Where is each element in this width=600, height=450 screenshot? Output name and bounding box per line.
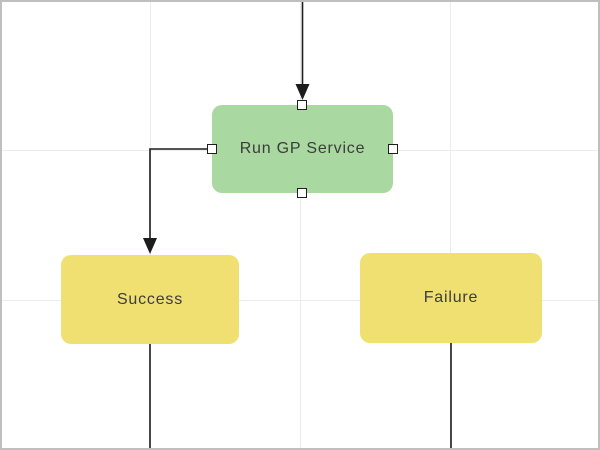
node-failure-label: Failure <box>423 289 479 306</box>
selection-handle-right[interactable] <box>388 144 398 154</box>
arrowhead-icon <box>295 84 310 100</box>
node-run-gp-service-label: Run GP Service <box>239 140 366 157</box>
gridline-horizontal-2 <box>2 300 598 301</box>
selection-handle-left[interactable] <box>207 144 217 154</box>
node-success-label: Success <box>116 290 184 308</box>
gridline-vertical-3 <box>450 2 451 448</box>
node-run-gp-service[interactable]: Run GP Service <box>212 105 393 193</box>
gridline-vertical-2 <box>300 2 301 448</box>
connector-run-gp-service-to-success[interactable] <box>149 148 207 240</box>
selection-handle-bottom[interactable] <box>297 188 307 198</box>
selection-handle-top[interactable] <box>297 100 307 110</box>
node-failure[interactable]: Failure <box>360 253 542 343</box>
node-success[interactable]: Success <box>61 255 239 344</box>
